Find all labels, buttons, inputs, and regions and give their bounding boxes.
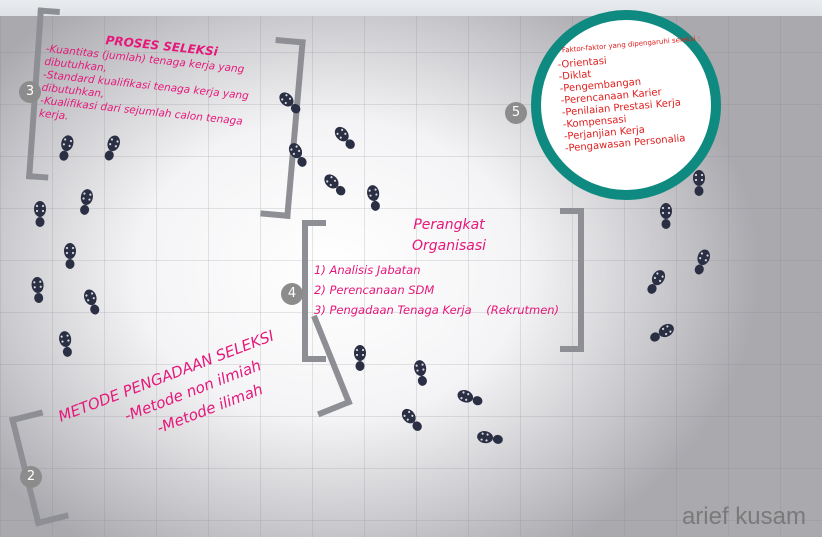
perangkat-item: 3) Pengadaan Tenaga Kerja (Rekrutmen)	[314, 303, 560, 317]
footprint-icon	[693, 170, 705, 196]
footprint-icon	[334, 126, 355, 149]
step-marker-4[interactable]: 4	[281, 283, 303, 305]
footprint-icon	[401, 408, 422, 431]
top-toolbar-strip	[0, 0, 822, 16]
faktor-circle	[531, 10, 721, 200]
footprint-icon	[324, 174, 346, 196]
footprint-icon	[694, 249, 710, 275]
footprint-icon	[354, 345, 366, 371]
footprint-icon	[288, 143, 307, 167]
footprint-icon	[647, 270, 666, 294]
footprint-icon	[650, 323, 674, 342]
perangkat-item: 1) Analisis Jabatan	[314, 263, 421, 277]
footprint-icon	[279, 92, 301, 114]
bracket-perangkat-left	[302, 220, 326, 362]
author-watermark: arief kusam	[681, 503, 806, 530]
faktor-block: Faktor-faktor yang dipengaruhi seleksi :…	[556, 33, 715, 156]
footprint-icon	[84, 289, 100, 315]
footprint-icon	[104, 135, 120, 161]
footprint-icon	[477, 431, 503, 444]
footprint-icon	[64, 243, 76, 269]
bracket-perangkat-right	[560, 208, 584, 352]
step-marker-5[interactable]: 5	[505, 102, 527, 124]
footprint-icon	[31, 277, 44, 303]
perangkat-organisasi-block: Perangkat Organisasi 1) Analisis Jabatan…	[314, 214, 584, 320]
step-marker-3[interactable]: 3	[19, 81, 41, 103]
footprint-icon	[660, 203, 672, 229]
step-marker-2[interactable]: 2	[20, 466, 42, 488]
footprint-icon	[414, 360, 427, 386]
perangkat-item: 2) Perencanaan SDM	[314, 283, 435, 297]
perangkat-title-line2: Organisasi	[411, 238, 487, 254]
footprint-icon	[59, 135, 74, 161]
footprint-icon	[80, 189, 93, 215]
footprint-icon	[457, 390, 483, 406]
footprint-icon	[367, 185, 380, 211]
perangkat-title-line1: Perangkat	[413, 217, 485, 233]
footprint-icon	[59, 331, 72, 357]
footprint-icon	[34, 201, 46, 227]
